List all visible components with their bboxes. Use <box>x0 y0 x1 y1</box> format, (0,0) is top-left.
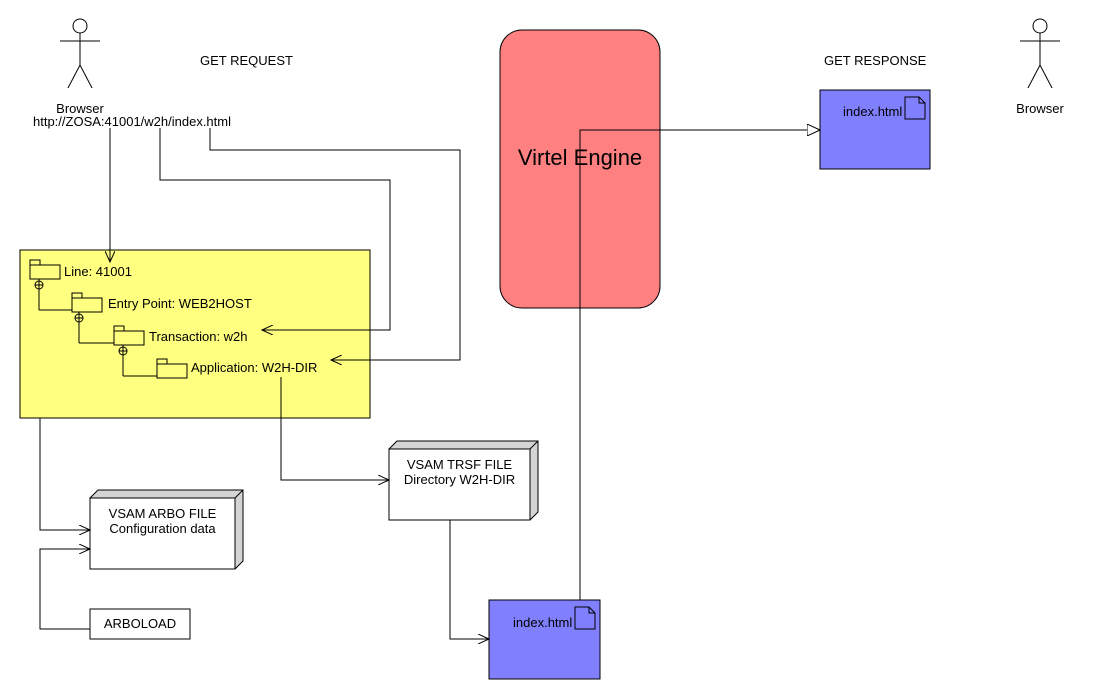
w2h-to-transaction-connector <box>159 128 391 330</box>
tree-application-label: Application: W2H-DIR <box>191 360 318 375</box>
browser-url-label: http://ZOSA:41001/w2h/index.html <box>33 114 231 129</box>
index-top-shape <box>819 89 931 170</box>
folder-icon <box>113 325 145 346</box>
vsam-trsf-subtitle: Directory W2H-DIR <box>403 472 516 487</box>
index-bottom-shape <box>488 599 601 680</box>
vsam-trsf-label: VSAM TRSF FILE Directory W2H-DIR <box>389 457 530 487</box>
arboload-box <box>89 608 191 640</box>
arboload-to-arbo-connector <box>39 549 90 630</box>
browser-right-label: Browser <box>1016 101 1064 116</box>
index-to-application-connector <box>209 128 461 360</box>
vsam-trsf-node-shape <box>388 440 539 521</box>
index-top-label: index.html <box>843 104 903 119</box>
tree-connectors <box>34 278 157 377</box>
trsf-to-index-connector <box>449 520 489 639</box>
document-icon <box>574 606 596 630</box>
folder-icon <box>156 358 188 379</box>
arboload-label: ARBOLOAD <box>103 616 177 631</box>
browser-left-actor <box>60 18 100 89</box>
get-request-label: GET REQUEST <box>200 53 293 68</box>
tree-line-label: Line: 41001 <box>64 264 132 279</box>
tree-entry-point-label: Entry Point: WEB2HOST <box>108 296 252 311</box>
vsam-arbo-label: VSAM ARBO FILE Configuration data <box>90 506 235 536</box>
response-connector <box>579 130 820 600</box>
config-to-arbo-connector <box>39 418 90 530</box>
vsam-arbo-title: VSAM ARBO FILE <box>108 506 217 521</box>
document-icon <box>904 96 926 120</box>
vsam-arbo-subtitle: Configuration data <box>109 521 216 536</box>
application-to-trsf-connector <box>280 377 389 480</box>
folder-icon <box>71 292 103 313</box>
index-bottom-label: index.html <box>513 615 573 630</box>
folder-icon <box>29 259 61 280</box>
get-response-label: GET RESPONSE <box>824 53 927 68</box>
vsam-trsf-title: VSAM TRSF FILE <box>406 457 513 472</box>
config-box <box>19 249 371 419</box>
virtel-engine-label: Virtel Engine <box>517 145 643 170</box>
browser-left-label: Browser <box>56 101 104 116</box>
vsam-arbo-node-shape <box>89 489 244 570</box>
tree-transaction-label: Transaction: w2h <box>149 329 248 344</box>
browser-right-actor <box>1020 18 1060 89</box>
